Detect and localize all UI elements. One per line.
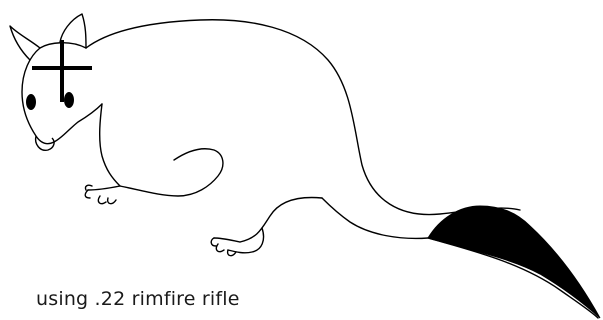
possum-body-outline	[86, 20, 520, 215]
tail-outline	[322, 198, 428, 238]
possum-belly-outline	[240, 198, 322, 242]
crosshair-icon	[32, 40, 92, 102]
possum-foreleg	[88, 149, 223, 196]
possum-eye-left	[26, 94, 36, 110]
tail-tip	[428, 206, 600, 318]
possum-hindleg	[214, 228, 264, 253]
possum-ear-left	[10, 26, 40, 60]
possum-eye-right	[64, 92, 74, 108]
possum-chest-outline	[100, 104, 120, 186]
ammunition-caption: using .22 rimfire rifle	[36, 288, 240, 310]
